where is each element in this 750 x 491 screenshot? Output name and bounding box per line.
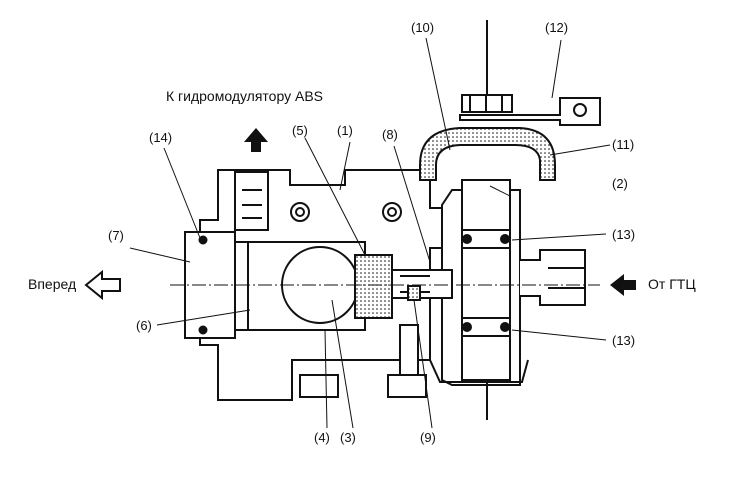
inlet-fitting xyxy=(520,249,586,306)
callout-9: (9) xyxy=(420,430,436,445)
plunger xyxy=(391,269,453,299)
callout-10: (10) xyxy=(411,20,435,35)
callout-8: (8) xyxy=(382,127,398,142)
callout-7: (7) xyxy=(108,228,124,243)
callout-11: (11) xyxy=(612,137,635,152)
arrow-from-master-cylinder xyxy=(610,274,636,296)
valve-shaft xyxy=(461,179,511,381)
arrow-up-abs xyxy=(244,128,268,152)
outlet-fitting xyxy=(234,171,269,231)
callout-4: (4) xyxy=(314,430,330,445)
callout-5: (5) xyxy=(292,123,308,138)
bottom-housing xyxy=(429,359,529,383)
bottom-bolt-right xyxy=(387,374,427,398)
callout-14: (14) xyxy=(149,130,173,145)
caption-forward: Вперед xyxy=(28,276,77,292)
callout-3: (3) xyxy=(340,430,356,445)
callout-13-upper: (13) xyxy=(612,227,636,242)
bottom-bolt-left xyxy=(299,374,339,398)
callout-2: (2) xyxy=(612,176,628,191)
caption-abs-modulator: К гидромодулятору ABS xyxy=(166,88,324,104)
dust-cap xyxy=(419,127,556,181)
arrow-forward-outline xyxy=(84,269,121,301)
callout-1: (1) xyxy=(337,123,353,138)
callout-12: (12) xyxy=(545,20,569,35)
callout-13-lower: (13) xyxy=(612,333,636,348)
caption-from-master-cylinder: От ГТЦ xyxy=(648,276,696,292)
seal-block xyxy=(354,254,393,319)
lever xyxy=(459,97,601,126)
callout-6: (6) xyxy=(136,318,152,333)
